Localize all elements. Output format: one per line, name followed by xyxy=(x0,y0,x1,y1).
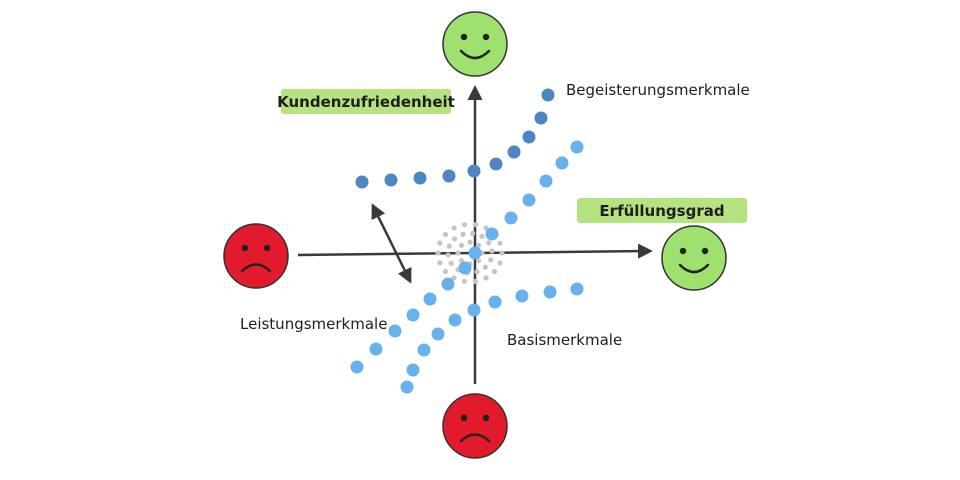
excitement-dot xyxy=(413,171,427,185)
center-dot xyxy=(475,258,482,264)
center-dot xyxy=(474,269,480,275)
basic-curve xyxy=(400,282,584,394)
performance-dot xyxy=(504,211,518,225)
basic-dot xyxy=(543,285,557,299)
fulfillment-highlight xyxy=(577,198,747,223)
basic-dot xyxy=(467,303,481,317)
satisfaction-label: Kundenzufriedenheit xyxy=(277,93,455,111)
performance-dot xyxy=(369,342,383,356)
center-dot xyxy=(479,233,485,239)
basic-dot xyxy=(570,282,584,296)
performance-dot xyxy=(522,193,536,207)
center-dot xyxy=(483,275,489,281)
excitement-dot xyxy=(522,130,536,144)
excitement-dot xyxy=(442,169,456,183)
excitement-dot xyxy=(541,88,555,102)
performance-dot xyxy=(570,140,584,154)
basic-dot xyxy=(448,313,462,327)
basic-dot xyxy=(417,343,431,357)
performance-dot xyxy=(468,246,482,260)
excitement-dot xyxy=(534,111,548,125)
basic-dot xyxy=(400,380,414,394)
center-dot xyxy=(467,239,473,245)
performance-dot xyxy=(423,292,437,306)
center-dot xyxy=(497,240,503,246)
center-dot xyxy=(448,260,454,266)
excitement-curve xyxy=(355,88,555,189)
center-dot xyxy=(482,264,488,270)
center-dot xyxy=(451,225,457,231)
performance-dot xyxy=(458,261,472,275)
excitement-dot xyxy=(355,175,369,189)
center-dot xyxy=(470,230,476,236)
center-dot xyxy=(489,248,495,254)
center-dot xyxy=(475,242,482,248)
double-arrow xyxy=(371,203,412,284)
performance-dot xyxy=(441,277,455,291)
center-dot-cluster xyxy=(435,222,505,284)
center-dot xyxy=(491,268,498,275)
center-dot xyxy=(446,243,452,249)
satisfaction-highlight xyxy=(281,89,451,114)
center-dot xyxy=(445,252,451,258)
center-dot xyxy=(499,250,505,256)
basic-dot xyxy=(515,289,529,303)
left-sad-face-icon xyxy=(223,223,289,289)
center-dot xyxy=(452,236,458,242)
center-dot xyxy=(460,231,466,237)
bottom-sad-face-icon xyxy=(442,393,508,459)
center-dot xyxy=(455,250,461,256)
excitement-dot xyxy=(507,145,521,159)
performance-dot xyxy=(350,360,364,374)
performance-dot xyxy=(388,324,402,338)
center-dot xyxy=(437,240,443,246)
center-dot xyxy=(442,268,449,275)
performance-dot xyxy=(539,174,553,188)
center-dot xyxy=(451,275,457,281)
performance-dot xyxy=(406,308,420,322)
center-dot xyxy=(442,231,449,238)
top-happy-face-icon xyxy=(442,11,508,77)
excitement-dot xyxy=(467,164,481,178)
excitement-dot xyxy=(384,173,398,187)
performance-label: Leistungsmerkmale xyxy=(240,315,387,333)
basic-dot xyxy=(406,363,420,377)
performance-dot xyxy=(555,156,569,170)
center-dot xyxy=(497,260,503,266)
basic-dot xyxy=(488,295,502,309)
fulfillment-label: Erfüllungsgrad xyxy=(599,202,724,220)
performance-curve xyxy=(350,140,584,374)
center-dot xyxy=(435,250,441,256)
center-dot xyxy=(486,240,492,246)
performance-dot xyxy=(485,227,499,241)
right-happy-face-icon xyxy=(661,225,727,291)
center-dot xyxy=(488,257,494,263)
center-dot xyxy=(472,278,479,284)
center-dot xyxy=(461,278,467,284)
basic-label: Basismerkmale xyxy=(507,331,622,349)
center-dot xyxy=(458,242,465,248)
excitement-dot xyxy=(489,157,503,171)
center-dot xyxy=(473,222,479,228)
center-dot xyxy=(483,225,489,231)
center-dot xyxy=(461,222,468,228)
center-dot xyxy=(437,260,443,266)
excitement-label: Begeisterungsmerkmale xyxy=(566,81,750,99)
basic-dot xyxy=(431,327,445,341)
